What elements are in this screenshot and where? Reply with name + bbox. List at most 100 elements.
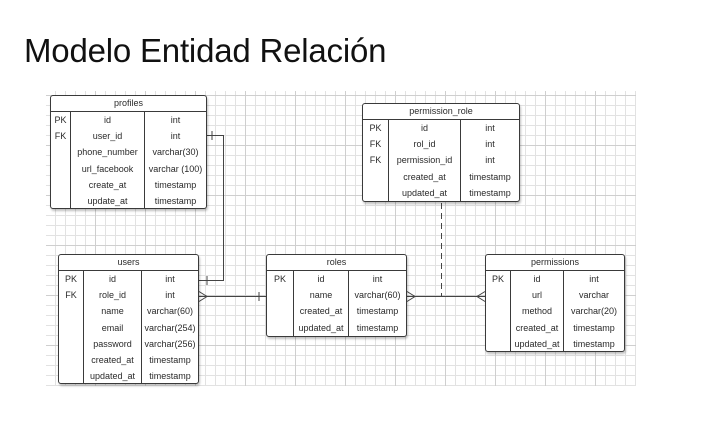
field-key <box>363 168 389 185</box>
field-key: PK <box>363 120 389 137</box>
field-type: timestamp <box>154 179 197 190</box>
field-name: created_at <box>84 351 142 369</box>
field-name: name <box>294 287 349 304</box>
field-key: PK <box>51 112 71 129</box>
field-key <box>267 287 294 304</box>
field-key: FK <box>363 136 389 153</box>
link-roles-permissions-crowfoot-left <box>406 291 416 302</box>
field-type: varchar(30) <box>152 147 199 158</box>
field-type: varchar(254) <box>144 322 196 333</box>
field-row[interactable]: updated_at timestamp <box>486 335 624 352</box>
field-name: created_at <box>389 168 461 185</box>
field-key: PK <box>267 271 294 288</box>
field-type: timestamp <box>573 338 615 349</box>
field-name: role_id <box>84 287 142 304</box>
field-key <box>267 319 294 336</box>
entity-title: roles <box>267 255 406 271</box>
field-row[interactable]: update_at timestamp <box>51 192 206 210</box>
field-row[interactable]: url varchar <box>486 287 624 304</box>
field-name: url <box>511 287 564 304</box>
link-roles-permissions-crowfoot-right <box>476 291 486 302</box>
field-key: FK <box>59 287 84 304</box>
field-name: user_id <box>71 128 145 145</box>
field-name: id <box>511 271 564 288</box>
field-key <box>267 303 294 320</box>
field-key <box>486 335 511 352</box>
field-name: update_at <box>71 192 145 210</box>
field-key <box>363 184 389 201</box>
field-key <box>51 144 71 161</box>
field-type: varchar(60) <box>354 290 401 301</box>
field-key: FK <box>51 128 71 145</box>
field-name: email <box>84 319 142 336</box>
field-key <box>59 335 84 352</box>
field-key <box>59 368 84 385</box>
field-type: int <box>165 290 175 301</box>
field-key <box>59 303 84 320</box>
field-type: varchar <box>578 290 609 301</box>
field-type: int <box>589 274 599 284</box>
field-name: updated_at <box>84 368 142 385</box>
field-name: id <box>71 112 145 129</box>
field-row[interactable]: created_at timestamp <box>486 319 624 336</box>
field-type: varchar (100) <box>148 163 203 174</box>
field-row[interactable]: updated_at timestamp <box>59 368 198 385</box>
field-type: timestamp <box>149 371 191 382</box>
field-type: int <box>485 139 495 150</box>
field-name: rol_id <box>389 136 461 153</box>
field-type: timestamp <box>356 322 399 333</box>
entity-title: permissions <box>486 255 624 271</box>
entity-title: permission_role <box>363 104 519 120</box>
field-type: timestamp <box>154 195 197 206</box>
field-name: permission_id <box>389 152 461 169</box>
field-type: timestamp <box>573 322 615 333</box>
entity-title: users <box>59 255 198 271</box>
field-name: created_at <box>511 319 564 336</box>
field-type: varchar(256) <box>144 338 196 349</box>
field-name: name <box>84 303 142 320</box>
field-type: int <box>170 115 181 125</box>
field-key: PK <box>59 271 84 288</box>
field-type: int <box>485 155 495 166</box>
field-key <box>51 192 71 210</box>
field-type: varchar(20) <box>570 306 617 317</box>
field-name: url_facebook <box>71 160 145 177</box>
field-type: int <box>485 123 495 133</box>
field-name: id <box>389 120 461 137</box>
field-name: updated_at <box>511 335 564 352</box>
field-key <box>51 160 71 177</box>
field-type: int <box>372 274 383 284</box>
field-row[interactable]: name varchar(60) <box>267 287 406 304</box>
